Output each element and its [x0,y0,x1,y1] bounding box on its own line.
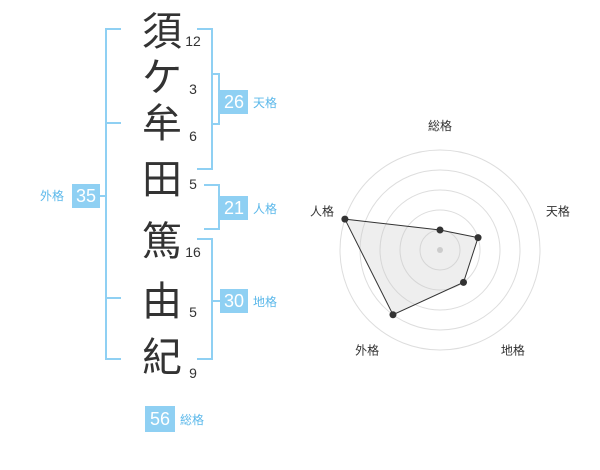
radar-point-3 [460,278,468,286]
name-char-2: ケ [142,55,182,101]
tenkaku-badge: 26 [220,90,248,114]
radar-axis-label-1: 総格 [428,118,452,133]
gaikaku-badge: 35 [72,184,100,208]
radar-point-4 [389,311,397,319]
radar-point-1 [436,226,444,234]
radar-polygon [344,218,479,316]
radar-center [437,247,443,253]
gaikaku-label: 外格 [40,189,65,203]
jinkaku-label: 人格 [253,202,278,216]
radar-ring [339,149,541,351]
radar-axis-label-5: 人格 [310,204,334,219]
chikaku-badge: 30 [220,289,248,313]
name-char-3: 牟 [142,101,182,147]
stroke-count-5: 16 [185,244,201,260]
name-char-4: 田 [142,157,182,203]
radar-ring [379,189,501,311]
stroke-count-4: 5 [189,176,197,192]
jinkaku-badge: 21 [220,196,248,220]
stroke-count-2: 3 [189,81,197,97]
soukaku-badge: 56 [145,406,175,432]
stroke-count-3: 6 [189,128,197,144]
tenkaku-label: 天格 [253,96,278,110]
name-char-1: 須 [142,9,182,55]
name-char-6: 由 [142,279,182,325]
radar-axis-label-4: 外格 [355,342,379,357]
radar-point-2 [474,234,482,242]
stroke-count-1: 12 [185,33,201,49]
stroke-count-7: 9 [189,365,197,381]
name-char-5: 篤 [142,219,182,265]
stroke-count-6: 5 [189,304,197,320]
chikaku-label: 地格 [253,295,278,309]
radar-point-5 [341,215,349,223]
soukaku-label: 総格 [180,413,205,427]
radar-ring [399,209,481,291]
name-char-7: 紀 [142,335,182,381]
radar-axis-label-2: 天格 [546,204,570,219]
radar-axis-label-3: 地格 [501,342,525,357]
